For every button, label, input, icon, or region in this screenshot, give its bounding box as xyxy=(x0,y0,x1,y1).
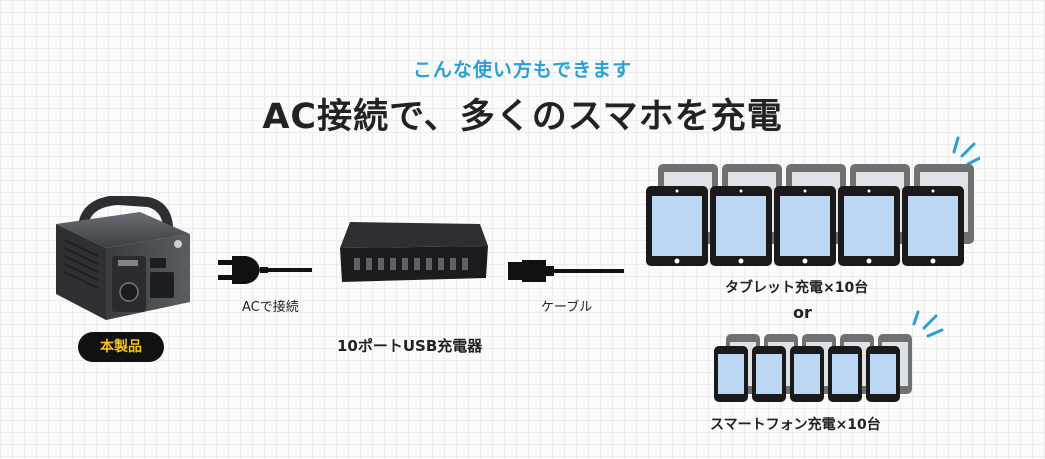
charger-label: 10ポートUSB充電器 xyxy=(337,337,483,355)
page-title: AC接続で、多くのスマホを充電 xyxy=(262,97,783,137)
smartphone-charge-label: スマートフォン充電×10台 xyxy=(710,417,881,433)
tablets-image xyxy=(646,136,980,266)
product-badge: 本製品 xyxy=(78,332,164,362)
subtitle: こんな使い方もできます xyxy=(412,59,633,81)
ac-plug-icon xyxy=(218,256,312,284)
usb-charger-image xyxy=(340,222,488,282)
tablet-charge-label: タブレット充電×10台 xyxy=(725,280,869,296)
cable-label: ケーブル xyxy=(541,300,593,315)
smartphones-image xyxy=(714,310,944,402)
or-label: or xyxy=(793,303,812,322)
ac-connection-label: ACで接続 xyxy=(242,300,299,315)
power-station-image xyxy=(56,196,190,320)
usb-cable-icon xyxy=(508,260,624,282)
